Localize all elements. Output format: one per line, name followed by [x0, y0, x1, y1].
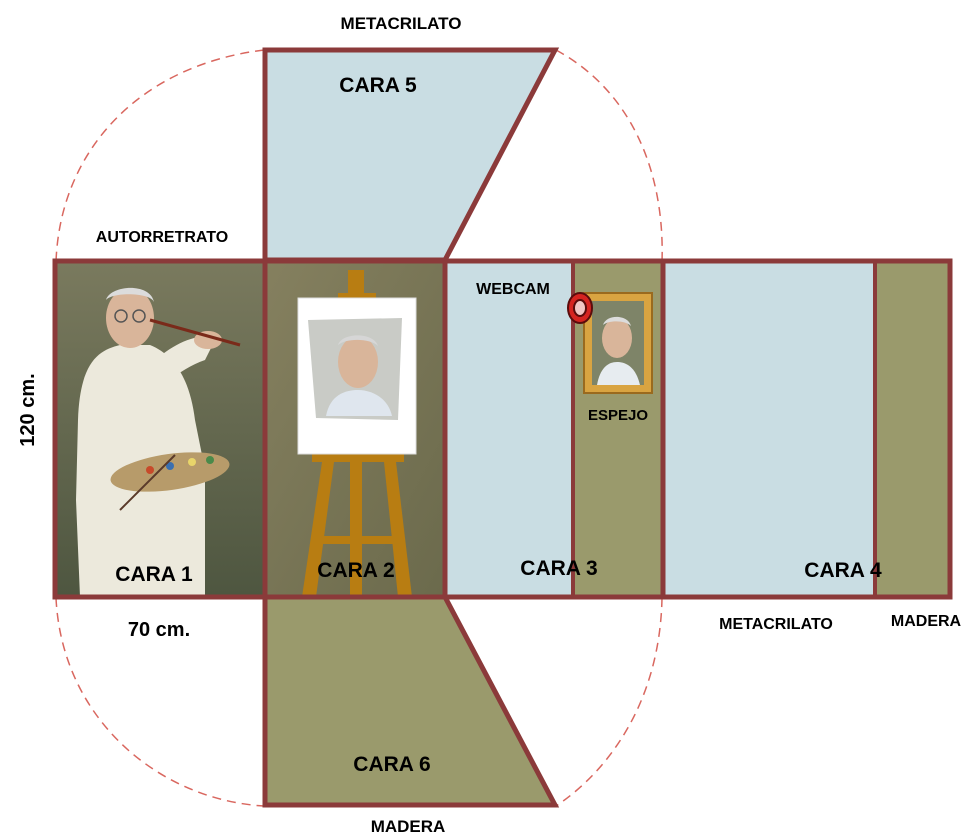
mirror-frame [583, 292, 653, 394]
cara1-label: CARA 1 [115, 563, 193, 586]
mid-material-label: METACRILATO [719, 616, 833, 633]
easel [302, 270, 412, 597]
width-dimension: 70 cm. [128, 619, 190, 641]
self-portrait-painting [76, 287, 241, 597]
cara4-panel [660, 258, 953, 600]
cara3-label: CARA 3 [520, 557, 597, 580]
cara4-label: CARA 4 [804, 559, 882, 582]
cara6-label: CARA 6 [353, 753, 430, 776]
right-material-label: MADERA [891, 613, 962, 630]
cara2-label: CARA 2 [317, 559, 394, 582]
top-material-label: METACRILATO [341, 14, 462, 33]
cara1-panel [52, 258, 268, 600]
bottom-material-label: MADERA [371, 817, 446, 836]
espejo-label: ESPEJO [588, 407, 648, 424]
dashed-outline [55, 49, 663, 807]
easel-portrait [308, 318, 402, 420]
cara3-panel [442, 258, 666, 600]
height-dimension: 120 cm. [17, 373, 39, 446]
cara2-panel [262, 258, 448, 600]
webcam-icon [567, 292, 593, 324]
webcam-label: WEBCAM [476, 281, 550, 298]
autorretrato-label: AUTORRETRATO [96, 229, 228, 246]
cara5-label: CARA 5 [339, 74, 417, 97]
